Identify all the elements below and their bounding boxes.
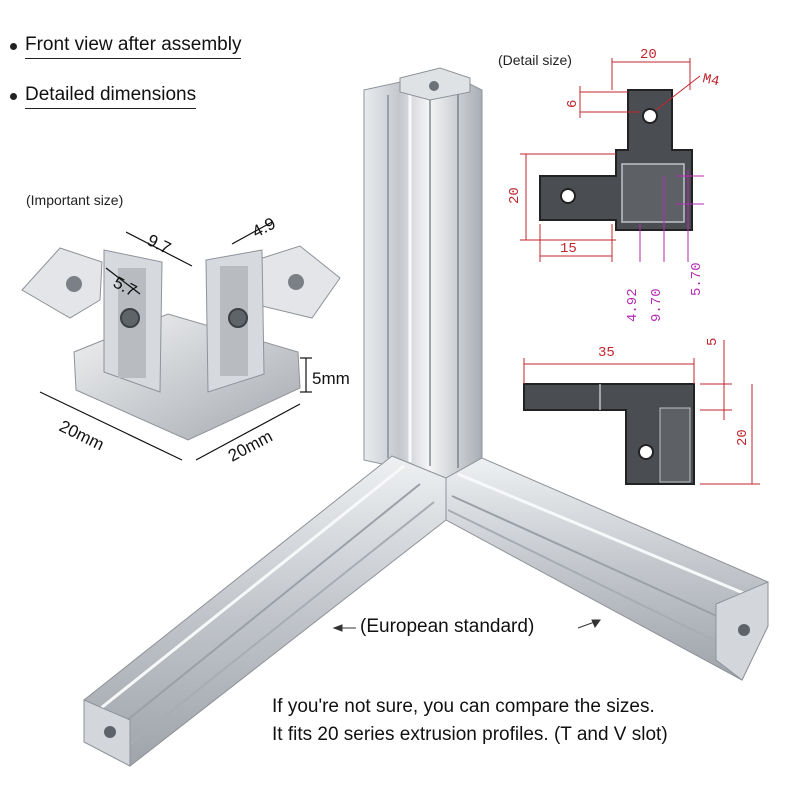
svg-text:M4: M4 bbox=[701, 71, 721, 90]
bracket-dimension-lines bbox=[39, 221, 312, 461]
bullet-text: Detailed dimensions bbox=[25, 84, 197, 109]
cad-side-thickness: 5 bbox=[705, 338, 721, 346]
svg-text:35: 35 bbox=[598, 345, 615, 361]
left-extrusion bbox=[83, 455, 447, 767]
bullet-detailed-dimensions: Detailed dimensions bbox=[10, 84, 197, 109]
cad-arm-length: 15 bbox=[560, 241, 577, 257]
svg-text:5: 5 bbox=[705, 338, 721, 346]
dim-20mm-right: 20mm bbox=[225, 427, 276, 466]
svg-text:20: 20 bbox=[640, 47, 657, 63]
svg-text:5mm: 5mm bbox=[312, 369, 350, 388]
cad-slot-4-92: 4.92 bbox=[625, 288, 641, 322]
cad-side-view bbox=[523, 340, 760, 485]
svg-text:5.70: 5.70 bbox=[689, 262, 705, 296]
cad-slot-5-70: 5.70 bbox=[689, 262, 705, 296]
detail-size-label: (Detail size) bbox=[498, 52, 572, 68]
european-standard-label: (European standard) bbox=[360, 616, 535, 637]
cad-thread: M4 bbox=[701, 71, 721, 90]
important-size-label: (Important size) bbox=[26, 192, 124, 208]
svg-text:20: 20 bbox=[735, 429, 751, 446]
svg-text:20: 20 bbox=[507, 187, 523, 204]
corner-bracket bbox=[21, 245, 341, 441]
cad-side-height: 20 bbox=[735, 429, 751, 446]
svg-text:20mm: 20mm bbox=[56, 417, 107, 455]
svg-text:20mm: 20mm bbox=[225, 427, 276, 466]
svg-text:9.70: 9.70 bbox=[649, 288, 665, 322]
fit-note-line-1: If you're not sure, you can compare the … bbox=[272, 696, 655, 717]
cad-top-height: 20 bbox=[507, 187, 523, 204]
bullet-text: Front view after assembly bbox=[25, 34, 242, 59]
cad-hole-offset: 6 bbox=[565, 100, 581, 108]
svg-text:4.92: 4.92 bbox=[625, 288, 641, 322]
cad-top-view bbox=[520, 58, 704, 262]
svg-text:15: 15 bbox=[560, 241, 577, 257]
bullet-front-view: Front view after assembly bbox=[10, 34, 242, 59]
callout-arrows bbox=[332, 619, 601, 632]
bullet-dot-icon bbox=[10, 43, 17, 50]
cad-top-width: 20 bbox=[640, 47, 657, 63]
svg-text:4.9: 4.9 bbox=[249, 214, 279, 242]
cad-side-length: 35 bbox=[598, 345, 615, 361]
svg-text:6: 6 bbox=[565, 100, 581, 108]
dim-20mm-left: 20mm bbox=[56, 417, 107, 455]
dim-5mm: 5mm bbox=[312, 369, 350, 388]
fit-note-line-2: It fits 20 series extrusion profiles. (T… bbox=[272, 724, 668, 745]
dim-4-9: 4.9 bbox=[249, 214, 279, 242]
cad-slot-9-70: 9.70 bbox=[649, 288, 665, 322]
vertical-extrusion bbox=[363, 67, 483, 479]
bullet-dot-icon bbox=[10, 93, 17, 100]
right-extrusion bbox=[445, 457, 769, 681]
